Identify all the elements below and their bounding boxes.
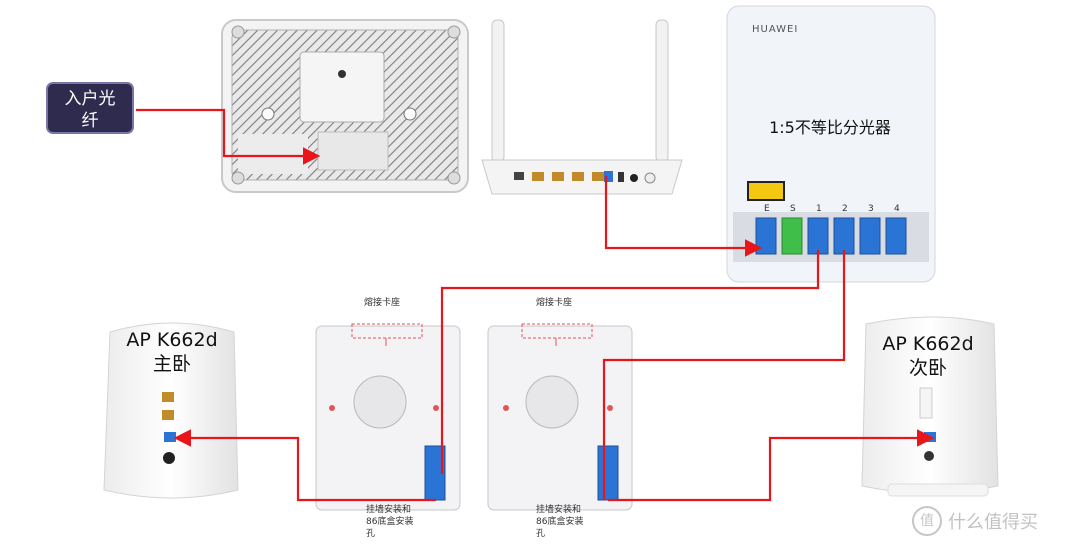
box-right-bottom-line1: 挂墙安装和 [536,505,582,515]
ap-left-model: AP K662d [126,329,218,351]
fiber-in-label-line2: 纤 [81,111,99,131]
box-right-bottom-line3: 孔 [536,529,546,539]
port-label-e: E [764,204,770,214]
ap-left-room: 主卧 [152,353,191,375]
box-left-bottom-line3: 孔 [366,529,376,539]
ap-right-device [861,316,999,497]
port-label-s: S [790,204,796,214]
ap-left-label: AP K662d 主卧 [112,328,232,376]
watermark-text: 什么值得买 [948,512,1038,533]
router-to-splitter-line [604,176,763,257]
right-ap-line [608,429,935,502]
ont-device [221,19,469,193]
box-right-bottom-line2: 86底盒安装 [536,517,584,527]
box-left-bottom-line1: 挂墙安装和 [366,505,412,515]
wallbox-left [315,323,461,511]
box-right-top-label: 熔接卡座 [536,298,573,308]
box-left-top-label: 熔接卡座 [364,298,401,308]
box-right-bottom-label: 挂墙安装和 86底盒安装 孔 [536,504,616,540]
ap-right-model: AP K662d [882,333,974,355]
fiber-in-label: 入户光 纤 [46,82,134,134]
ap-right-room: 次卧 [908,357,947,379]
splitter-box [726,5,936,283]
ap-right-label: AP K662d 次卧 [868,332,988,380]
wallbox-right [487,323,633,511]
splitter-port-labels: E S 1 2 3 4 [756,203,916,214]
ap-left-device [103,322,239,499]
box-left-bottom-line2: 86底盒安装 [366,517,414,527]
watermark: 值 什么值得买 [912,506,1038,536]
splitter-port1-line [440,250,820,474]
fiber-in-line [136,108,321,165]
router-device [481,19,683,195]
splitter-brand: HUAWEI [752,24,799,35]
left-ap-line [173,429,436,502]
watermark-logo-icon: 值 [912,506,942,536]
box-left-bottom-label: 挂墙安装和 86底盒安装 孔 [366,504,446,540]
fiber-in-label-line1: 入户光 [64,89,116,109]
port-label-3: 3 [868,204,874,214]
splitter-port2-line [602,250,846,500]
port-label-2: 2 [842,204,848,214]
port-label-4: 4 [894,204,900,214]
fiber-lines [136,108,935,502]
port-label-1: 1 [816,204,822,214]
splitter-title: 1:5不等比分光器 [769,118,891,137]
